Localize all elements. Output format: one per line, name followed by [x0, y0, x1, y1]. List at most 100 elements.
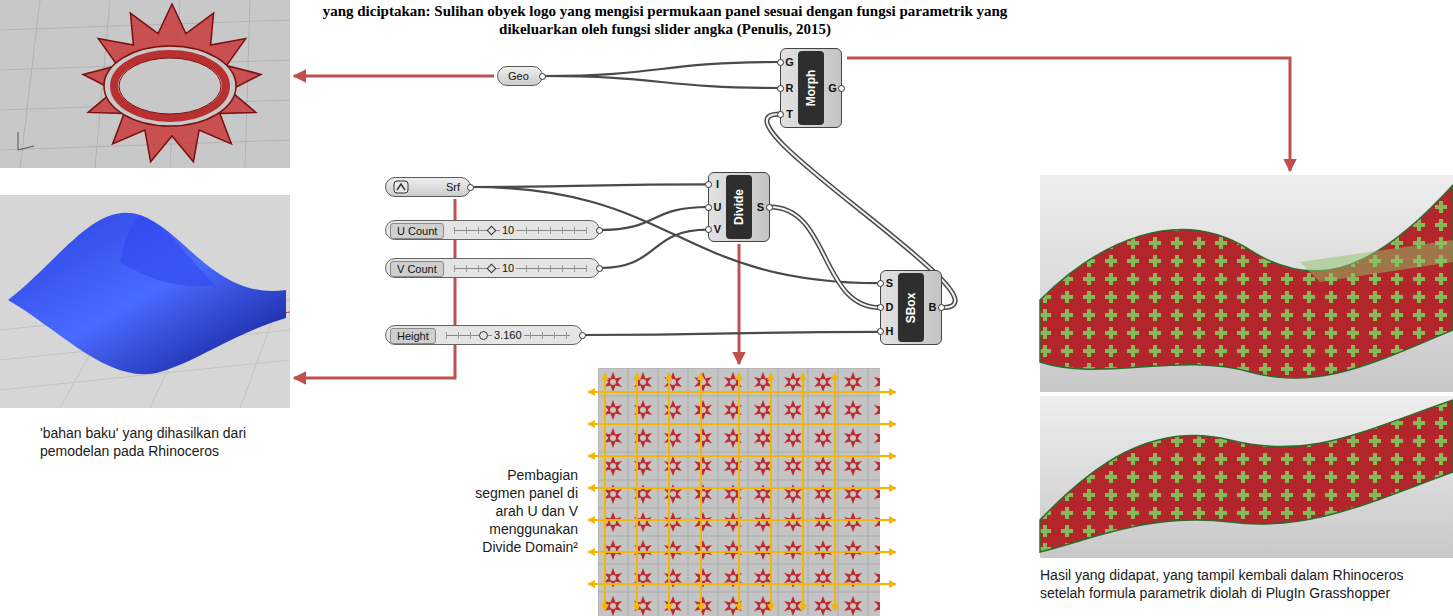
u-direction-arrows	[605, 373, 835, 611]
slider-value: 10	[500, 223, 516, 237]
wire	[471, 184, 708, 187]
geometry-param: Geo	[497, 66, 543, 86]
param-name: Geo	[508, 67, 529, 85]
slider-tick	[566, 332, 567, 339]
illustration-part	[18, 146, 34, 150]
illustration-part	[588, 391, 896, 393]
number-slider: Height3.160	[385, 325, 583, 345]
viewport-grid	[0, 0, 290, 168]
wire-line	[543, 62, 780, 76]
illustration-part	[170, 0, 180, 168]
slider-tick	[574, 227, 575, 234]
wire-line	[471, 184, 708, 187]
morphed-surface	[1040, 400, 1453, 552]
port-dot	[705, 226, 712, 233]
slider-label: V Count	[390, 261, 444, 277]
slider-grip	[479, 331, 488, 340]
wire	[770, 207, 880, 308]
port-dot	[877, 280, 884, 287]
slider-tick	[470, 332, 471, 339]
slider-tick	[538, 265, 539, 272]
viewport-ground	[1040, 175, 1453, 392]
wire	[600, 230, 708, 268]
logo-hole	[104, 46, 236, 126]
illustration-part	[668, 373, 670, 611]
slider-tick	[458, 332, 459, 339]
wire-line	[600, 207, 708, 230]
number-slider: U Count 10	[385, 220, 600, 240]
result-render-top	[1040, 175, 1453, 392]
param-name: Srf	[446, 178, 460, 196]
illustration-part	[0, 140, 290, 150]
component-body: SBox	[898, 273, 924, 342]
illustration-part	[588, 519, 896, 521]
illustration-part	[60, 300, 120, 408]
port-dot	[766, 204, 773, 211]
morph-component: GRTMorphG	[780, 48, 842, 128]
port-dot	[539, 73, 546, 80]
illustration-part	[636, 373, 638, 611]
icon-frame	[394, 181, 408, 193]
logo-ring-inner	[119, 58, 221, 114]
result-render-bottom	[1040, 396, 1453, 558]
divide-component: IUVDivideS	[708, 172, 770, 242]
slider-tick	[554, 332, 555, 339]
slider-tick	[586, 227, 587, 234]
slider-tick	[526, 265, 527, 272]
illustration-part	[240, 300, 280, 408]
illustration-part	[588, 583, 896, 585]
illustration-part	[245, 0, 250, 168]
surface-highlight	[120, 215, 215, 286]
slider-value: 10	[500, 261, 516, 275]
illustration-part	[588, 551, 896, 553]
port-dot	[579, 332, 586, 339]
slider-tick	[454, 265, 455, 272]
leader-arrow	[847, 58, 1290, 171]
viewport-ground	[1040, 396, 1453, 558]
port-dot	[877, 328, 884, 335]
illustration-part	[0, 20, 290, 30]
illustration-part	[150, 300, 200, 408]
slider-tick	[526, 227, 527, 234]
slider-label: U Count	[390, 223, 444, 239]
illustration-part	[20, 0, 40, 168]
surface-shape	[8, 213, 286, 375]
illustration-part	[0, 100, 290, 110]
illustration-part	[18, 132, 19, 150]
port-dot	[777, 111, 784, 118]
wire	[543, 62, 780, 76]
port-dot	[777, 85, 784, 92]
wire-line	[583, 332, 880, 335]
panel-grid-image	[588, 368, 896, 616]
port-dot	[705, 181, 712, 188]
surface-viewport	[0, 195, 290, 408]
illustration-part	[588, 455, 896, 457]
slider-tick	[530, 332, 531, 339]
component-name: SBox	[904, 292, 918, 323]
component-body: Morph	[798, 51, 824, 125]
wire-outer	[770, 207, 880, 308]
slider-tick	[586, 265, 587, 272]
logo-star	[83, 4, 261, 162]
slider-tick	[446, 332, 447, 339]
illustration-part	[700, 373, 702, 611]
slider-tick	[538, 227, 539, 234]
illustration-part	[0, 360, 290, 390]
caption: Pembagian segmen panel di arah U dan V m…	[466, 466, 578, 556]
slider-tick	[574, 265, 575, 272]
figure-title: yang diciptakan: Sulihan obyek logo yang…	[300, 2, 1030, 38]
slider-grip	[487, 264, 497, 274]
port-dot	[596, 227, 603, 234]
wire	[600, 207, 708, 230]
illustration-part	[834, 373, 836, 611]
surface-edge	[1300, 240, 1453, 282]
number-slider: V Count 10	[385, 258, 600, 278]
slider-tick	[478, 227, 479, 234]
illustration-part	[0, 300, 290, 330]
illustration-part	[0, 330, 290, 360]
wire-line	[543, 76, 780, 88]
component-name: Morph	[804, 70, 818, 107]
illustration-part	[588, 487, 896, 489]
